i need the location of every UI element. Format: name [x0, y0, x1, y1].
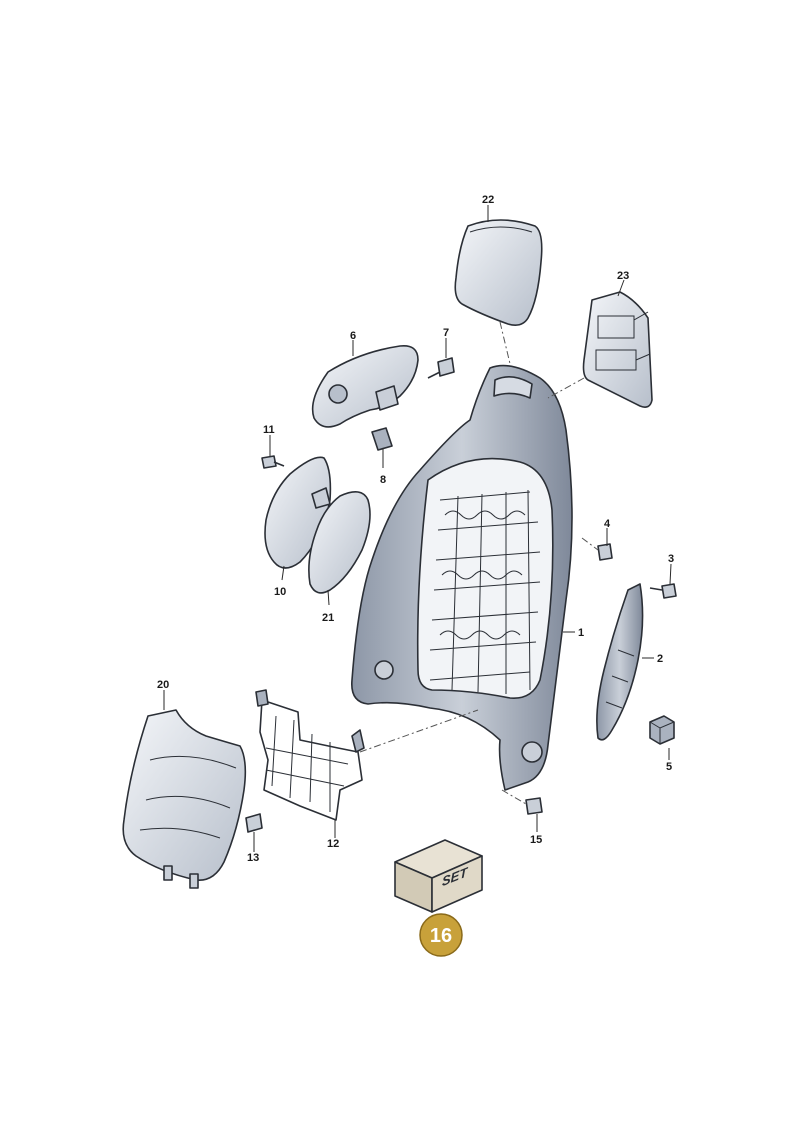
backrest-padding-part: [122, 709, 247, 889]
screw-part-3: [649, 583, 677, 599]
back-cover-panel-part: [582, 291, 653, 408]
label-11: 11: [263, 424, 275, 436]
clip-part-5: [649, 715, 675, 745]
screw-part-15: [525, 797, 543, 815]
label-10: 10: [274, 586, 286, 598]
label-21: 21: [322, 612, 334, 624]
screw-part-13: [245, 813, 263, 833]
clip-part-8: [371, 427, 393, 451]
side-trim-2-part: [596, 583, 644, 741]
part-labels: 22 23 6 7 8 11 10 21 4 3 1 2 5 20 12 13 …: [157, 194, 674, 864]
screw-part-4: [597, 543, 613, 561]
label-12: 12: [327, 838, 339, 850]
screw-part-7: [427, 357, 455, 379]
set-box-icon: SET: [394, 839, 483, 913]
label-8: 8: [380, 474, 386, 486]
lumbar-frame-part: [255, 689, 365, 821]
headrest-part: [454, 219, 543, 326]
label-15: 15: [530, 834, 542, 846]
side-trim-21-part: [308, 491, 371, 594]
label-6: 6: [350, 330, 356, 342]
label-23: 23: [617, 270, 629, 282]
side-trim-upper-part: [311, 344, 419, 428]
screw-part-11: [261, 455, 285, 469]
set-badge: 16: [419, 913, 463, 957]
label-2: 2: [657, 653, 663, 665]
label-20: 20: [157, 679, 169, 691]
label-22: 22: [482, 194, 494, 206]
label-4: 4: [604, 518, 611, 530]
backrest-frame-part: [351, 364, 573, 791]
label-1: 1: [578, 627, 584, 639]
set-badge-number: 16: [430, 925, 452, 947]
label-7: 7: [443, 327, 449, 339]
leader-lines: [163, 205, 672, 852]
label-5: 5: [666, 761, 672, 773]
label-13: 13: [247, 852, 259, 864]
label-3: 3: [668, 553, 674, 565]
